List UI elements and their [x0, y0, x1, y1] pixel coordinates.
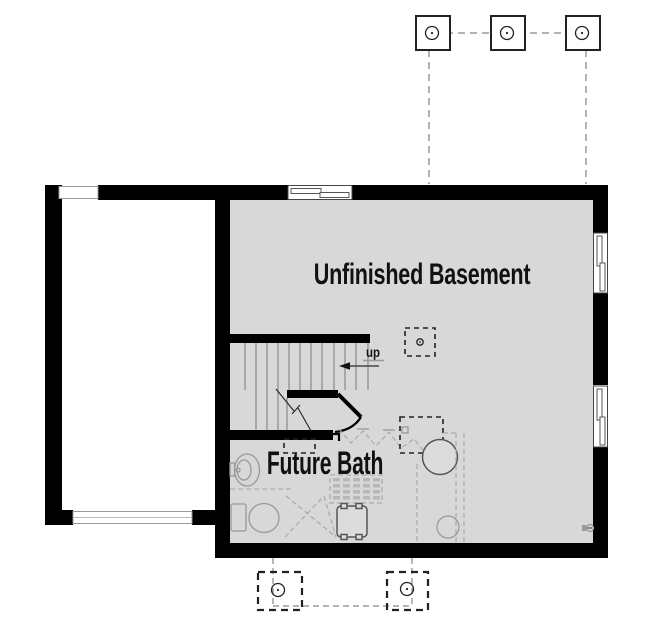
sink-fixture [229, 453, 261, 487]
plumbing-roughin-line [338, 426, 424, 451]
door-leaf [336, 392, 363, 419]
room-label-unfinished-basement: Unfinished Basement [314, 256, 531, 290]
exterior-wall [98, 185, 230, 200]
up-arrow-head [339, 362, 350, 370]
room-label-future-bath: Future Bath [267, 444, 383, 481]
understair-door [230, 388, 363, 441]
door-swing-arc [334, 416, 362, 434]
top-footing-guides [428, 32, 587, 184]
footing-post-dashed [385, 570, 430, 612]
walls [45, 185, 608, 558]
future-bath-fixtures [229, 416, 595, 542]
exterior-wall [215, 185, 288, 200]
furnace-unit [336, 502, 368, 541]
exterior-wall [352, 185, 608, 200]
stair-wall [287, 390, 338, 398]
basement-floor [230, 200, 593, 543]
duct-chase-lines [416, 432, 465, 542]
bottom-footing-guides [272, 558, 413, 608]
top-footing-posts [415, 15, 601, 51]
exterior-wall [45, 510, 73, 525]
post-column-circle [399, 581, 415, 597]
post-column-circle [574, 25, 590, 41]
window [58, 186, 99, 199]
sump-pit [436, 515, 460, 539]
exterior-wall [215, 543, 608, 558]
stair-wall [230, 334, 370, 343]
windows [58, 185, 608, 524]
post-column-circle [270, 582, 286, 598]
exterior-wall [593, 185, 608, 233]
column-markers [283, 327, 436, 454]
footing-post-dashed [256, 570, 304, 612]
understair-slope-outline [284, 495, 337, 538]
post-column-circle [499, 25, 515, 41]
bottom-footing-posts [256, 570, 430, 612]
column-marker [283, 438, 316, 454]
column-marker [404, 327, 436, 357]
stair-direction-label: up [366, 345, 380, 360]
bath-wall [230, 430, 333, 440]
interior-wall [215, 198, 230, 558]
water-heater [399, 416, 459, 476]
staircase: up [230, 334, 384, 430]
door-strike-bracket [331, 432, 341, 441]
exterior-wall [45, 185, 62, 525]
post-column-circle [424, 25, 440, 41]
understair-door-leaf-thin [275, 388, 312, 432]
exterior-wall [593, 293, 608, 385]
toilet-fixture [230, 502, 280, 534]
exterior-wall [593, 447, 608, 558]
stair-treads [244, 343, 369, 430]
hose-bib [582, 523, 595, 533]
